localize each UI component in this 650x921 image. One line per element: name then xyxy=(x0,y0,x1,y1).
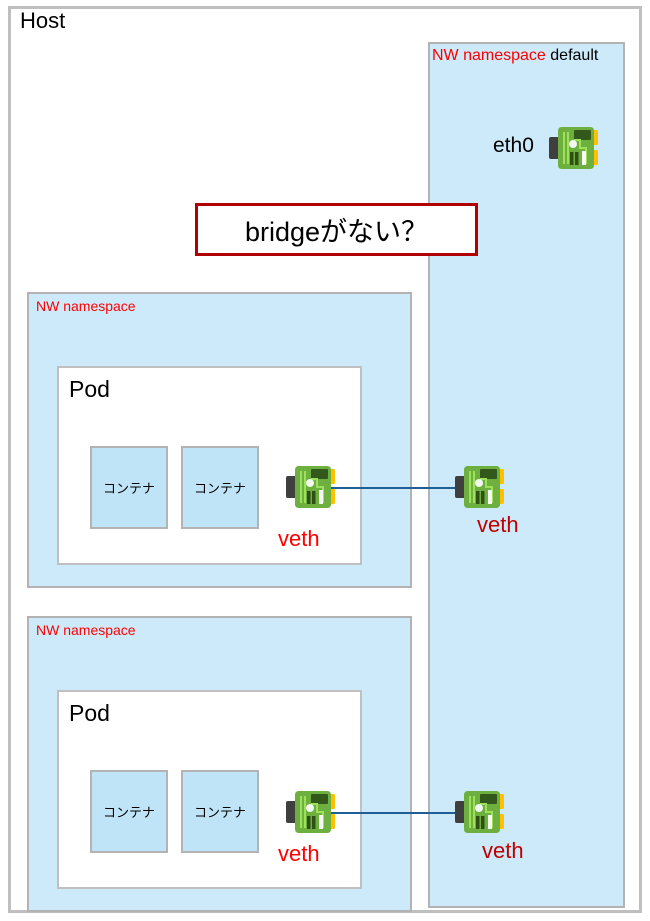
nw-namespace-label-1: NW namespace xyxy=(36,298,136,314)
veth-link-line-2 xyxy=(318,812,465,814)
network-card-icon xyxy=(452,457,512,517)
bridge-callout-box: bridgeがない？ xyxy=(195,203,478,256)
pod-label-2: Pod xyxy=(69,700,110,726)
default-namespace-label-red: NW namespace xyxy=(432,47,546,64)
veth-label-inner-1: veth xyxy=(278,526,320,551)
eth0-label: eth0 xyxy=(493,134,534,157)
container-box: コンテナ xyxy=(181,446,259,529)
container-label: コンテナ xyxy=(102,481,155,496)
network-card-icon xyxy=(452,782,512,842)
container-box: コンテナ xyxy=(90,770,168,853)
container-box: コンテナ xyxy=(90,446,168,529)
default-namespace-label: NW namespace default xyxy=(432,48,598,64)
network-card-icon xyxy=(546,118,606,178)
nw-namespace-box-1: NW namespace Pod コンテナ コンテナ xyxy=(27,292,412,588)
veth-label-inner-2: veth xyxy=(278,841,320,866)
veth-link-line-1 xyxy=(318,487,465,489)
pod-label-1: Pod xyxy=(69,376,110,402)
host-label: Host xyxy=(20,8,66,33)
pod-box-2: Pod コンテナ コンテナ xyxy=(57,690,362,889)
container-label: コンテナ xyxy=(193,805,246,820)
veth-label-outer-2: veth xyxy=(482,838,524,863)
network-card-icon xyxy=(283,782,343,842)
nw-namespace-label-2: NW namespace xyxy=(36,622,136,638)
container-label: コンテナ xyxy=(102,805,155,820)
network-card-icon xyxy=(283,457,343,517)
veth-label-outer-1: veth xyxy=(477,512,519,537)
default-namespace-label-black: default xyxy=(550,47,599,64)
container-box: コンテナ xyxy=(181,770,259,853)
pod-box-1: Pod コンテナ コンテナ xyxy=(57,366,362,565)
default-namespace-panel xyxy=(428,42,625,908)
bridge-callout-text: bridgeがない？ xyxy=(244,217,429,247)
nw-namespace-box-2: NW namespace Pod コンテナ コンテナ xyxy=(27,616,412,912)
container-label: コンテナ xyxy=(193,481,246,496)
